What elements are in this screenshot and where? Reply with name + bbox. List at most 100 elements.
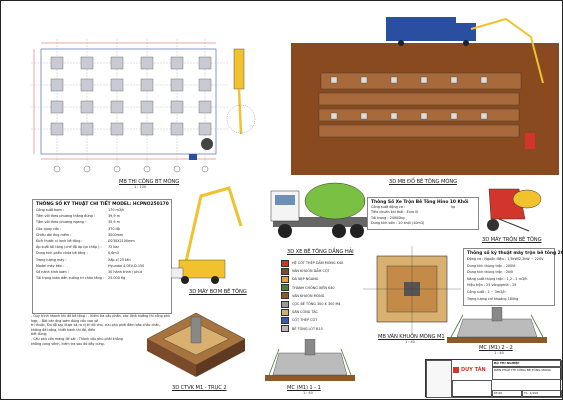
section-label: BỘ THI NGHIỆP xyxy=(492,360,562,367)
legend-swatch-icon xyxy=(281,308,289,316)
pump-spec-key: Kích thước xi lanh bê tông : xyxy=(36,239,83,244)
pump-spec-key: Số hành kinh bơm : xyxy=(36,270,69,275)
pump-spec-value: 30 hành trình / phút xyxy=(108,270,143,275)
truck-specs-title: Thông Số Xe Trộn Bê Tông Hino 10 Khối xyxy=(371,200,469,205)
pump-spec-key: Tầm với theo phương ngang : xyxy=(36,220,87,225)
note-line: tiết đúng; xyxy=(31,332,48,337)
mixer-spec-row: Dung tích thùng trộn : 200l xyxy=(467,270,514,275)
company-logo: DUY TÂN xyxy=(452,360,492,380)
pump-spec-key: Góc quay cần : xyxy=(36,226,62,231)
pump-spec-key: Tải trọng toàn dẫn xuống trí chân tầng : xyxy=(36,276,105,281)
legend-swatch-icon xyxy=(281,292,289,300)
pump-spec-row: Tải trọng toàn dẫn xuống trí chân tầng :… xyxy=(36,275,168,281)
truck-spec-value xyxy=(451,221,471,226)
mixer-spec-row: Năng suất thùng trộn : 1,2 - 2 m3/h xyxy=(467,276,528,281)
legend-label: VÁN KHUÔN DẦM CỘT xyxy=(292,269,330,274)
legend-swatch-icon xyxy=(281,300,289,308)
pump-spec-row: Số hành kinh bơm : 30 hành trình / phút xyxy=(36,269,168,275)
pump-spec-row: Áp suất tối tăng (chế độ áp lực thấp ) :… xyxy=(36,244,168,250)
title-block: DUY TÂN BỘ THI NGHIỆP BIỆN PHÁP THI CÔNG… xyxy=(425,359,562,398)
legend-label: BÊ TÔNG LÓT B15 xyxy=(292,326,323,331)
pump-spec-value: 170 m3/h xyxy=(108,208,125,212)
mixer-specs-rows: Động cơ : Nguồn điện : 1,5kW/2,2kW ~ 220… xyxy=(467,256,551,302)
pump-spec-row: Góc quay cần : 370 độ xyxy=(36,226,168,232)
legend-item: HỆ CỐT THÉP DẦM MÓNG K40 xyxy=(281,259,366,267)
caption-section-1-1: MC (M1) 1 - 1 xyxy=(287,385,321,391)
sheet-number: KT-05 xyxy=(492,390,522,398)
legend-item: SÀN CÔNG TÁC xyxy=(281,308,366,316)
pump-spec-key: Chiều dài ống mềm : xyxy=(36,232,72,237)
pump-spec-value: 3000mm xyxy=(108,232,124,237)
scale-section-1-1: 1 : 40 xyxy=(303,391,313,395)
legend-swatch-icon xyxy=(281,267,289,275)
note-line: - Cấu phù cần mang để sát : Thành cấu ph… xyxy=(31,336,123,341)
legend-item: ĐÀ NẸP NGANG xyxy=(281,275,366,283)
formwork-plan-m1 xyxy=(363,246,461,334)
mixer-specs-panel: Thông số kỹ thuật máy trộn bê tông 200L … xyxy=(463,248,563,306)
note-line: trí thuộc, Đo độ sạc được xả ra vị trí đ… xyxy=(31,323,161,332)
truck-spec-key: Tiêu chuẩn khí thải : Euro III xyxy=(371,210,419,215)
scale-foundation-plan: 1 : 100 xyxy=(134,185,146,189)
pump-spec-key: Áp suất tối tăng (chế độ áp lực thấp ) : xyxy=(36,245,102,250)
logo-text: DUY TÂN xyxy=(461,367,486,373)
pump-spec-key: Trọng lượng máy : xyxy=(36,257,67,262)
legend-item: VÁN KHUÔN DẦM CỘT xyxy=(281,267,366,275)
sheet-scale: TL: 1/100 xyxy=(522,390,562,398)
truck-spec-row: Dung tích bồn : 10 khối (10m3) xyxy=(371,221,475,226)
legend-label: CỐT THÉP CỘT xyxy=(292,318,318,323)
construction-notes: - Quy trình nhanh khi đổ bê tông : - Kiể… xyxy=(31,314,171,346)
pump-spec-value: Hyundai 4,0EV-D-150 xyxy=(108,263,145,268)
pump-spec-row: Chiều dài ống mềm : 3000mm xyxy=(36,232,168,238)
caption-drum-mixer: 3D MÁY TRỘN BÊ TÔNG xyxy=(482,237,542,243)
mixer-spec-row: Hiệu trộn : 25 vòng/phút - 25 xyxy=(467,283,517,288)
section-m1-2-2 xyxy=(447,307,547,343)
legend-label: ĐÀ NẸP NGANG xyxy=(292,277,319,282)
truck-spec-row: Tải trọng : 24000kg xyxy=(371,216,475,221)
legend-item: BÊ TÔNG LÓT B15 xyxy=(281,325,366,333)
legend-item: CỌC BÊ TÔNG 300 X 300 M4 xyxy=(281,300,366,308)
note-line: - Quy trình nhanh khi đổ bê tông : - Kiể… xyxy=(31,314,170,323)
pump-spec-value: 0,6m3 xyxy=(108,251,119,256)
pump-spec-value: 72 bar xyxy=(108,245,120,250)
pump-spec-value: Ø230X2100mm xyxy=(108,239,135,244)
pump-specs-title: THÔNG SỐ KỸ THUẬT CHI TIẾT MODEL: HCPNO2… xyxy=(36,202,169,207)
legend-label: THANH CHỐNG XIÊN K40 xyxy=(292,285,335,290)
pump-spec-row: Model máy kéo : Hyundai 4,0EV-D-150 xyxy=(36,263,168,269)
legend-label: CỌC BÊ TÔNG 300 X 300 M4 xyxy=(292,302,341,307)
pump-spec-key: Tầm với theo phương thẳng đứng : xyxy=(36,214,96,219)
mixer-spec-row: Trọng lượng chỉ khoảng 180kg xyxy=(467,296,519,301)
legend-swatch-icon xyxy=(281,275,289,283)
foundation-plan xyxy=(31,39,256,173)
3d-drum-mixer xyxy=(487,188,542,232)
pump-spec-row: Dung tích phễu chứa bê tông : 0,6m3 xyxy=(36,250,168,256)
truck-spec-key: Dung tích bồn : 10 khối (10m3) xyxy=(371,221,425,226)
caption-3d-pour: 3D MB ĐỔ BÊ TÔNG MÓNG xyxy=(389,179,458,185)
pump-spec-value: Xấp xỉ 25 tấn xyxy=(108,257,131,262)
legend-item: VÁN KHUÔN MÓNG xyxy=(281,292,366,300)
caption-ctvk: 3D CTVK M1 - TRỤC 2 xyxy=(172,385,227,391)
pump-spec-key: Model máy kéo : xyxy=(36,263,64,268)
note-line: không cong vênh, kiểm tra sau đổ đầy cứn… xyxy=(31,341,105,346)
legend-item: CỐT THÉP CỘT xyxy=(281,316,366,324)
pump-spec-key: Dung tích phễu chứa bê tông : xyxy=(36,251,88,256)
mixer-spec-row: Công suất : 2 ~ 3m3/h xyxy=(467,289,506,294)
pump-spec-value: 370 độ xyxy=(108,226,120,231)
truck-spec-key: Tải trọng : 24000kg xyxy=(371,215,405,220)
truck-spec-value: hp xyxy=(451,205,456,209)
pump-spec-row: Kích thước xi lanh bê tông : Ø230X2100mm xyxy=(36,238,168,244)
legend-item: THANH CHỐNG XIÊN K40 xyxy=(281,284,366,292)
title-block-left xyxy=(426,360,452,398)
pump-spec-row: Tầm với theo phương thẳng đứng :39,9 m xyxy=(36,213,168,219)
drawing-title: BIỆN PHÁP THI CÔNG BÊ TÔNG MÓNG xyxy=(492,367,562,380)
pump-spec-value: 25.000 Kg xyxy=(108,276,126,281)
truck-spec-key: Công suất động cơ : xyxy=(371,205,405,209)
3d-ctvk-view xyxy=(146,312,246,377)
mixer-specs-title: Thông số kỹ thuật máy trộn bê tông 200L xyxy=(467,251,563,256)
legend-swatch-icon xyxy=(281,325,289,333)
pump-spec-row: Tầm với theo phương ngang :35,9 m xyxy=(36,219,168,225)
legend-swatch-icon xyxy=(281,284,289,292)
pump-spec-row: Trọng lượng máy : Xấp xỉ 25 tấn xyxy=(36,257,168,263)
